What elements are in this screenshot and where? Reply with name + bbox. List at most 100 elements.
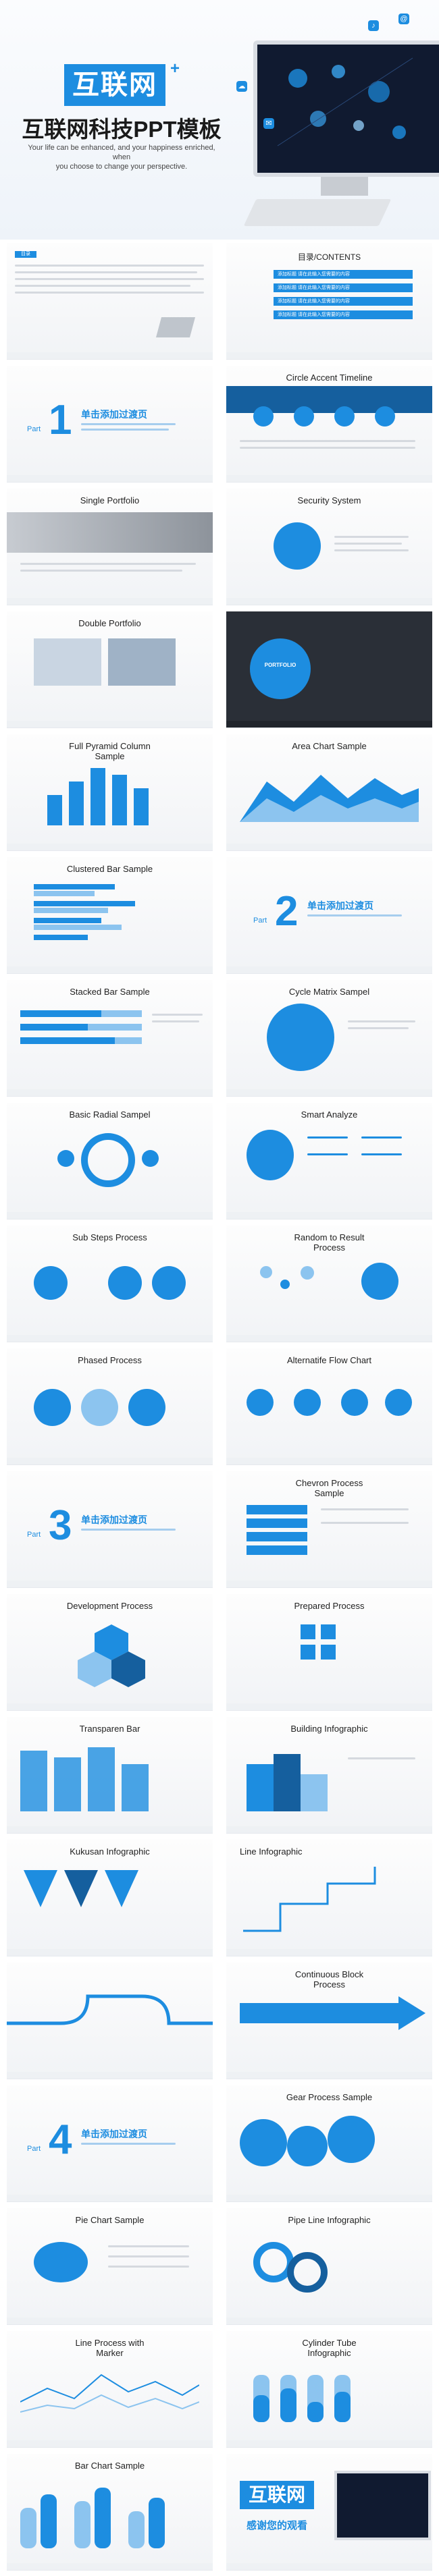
slide-title: Clustered Bar Sample bbox=[66, 864, 153, 874]
slide-continuous-block[interactable]: Continuous Block Process bbox=[226, 1963, 432, 2079]
laptop-image bbox=[155, 317, 196, 337]
slide-kukusan[interactable]: Kukusan Infographic bbox=[7, 1840, 213, 1956]
slide-portfolio-dark[interactable]: PORTFOLIO bbox=[226, 611, 432, 728]
slide-title: Area Chart Sample bbox=[292, 741, 367, 751]
slide-single-portfolio[interactable]: Single Portfolio bbox=[7, 489, 213, 605]
slide-title: Continuous Block Process bbox=[294, 1969, 364, 1990]
part-title: 单击添加过渡页 bbox=[81, 2129, 147, 2139]
slide-stacked-bar[interactable]: Stacked Bar Sample bbox=[7, 980, 213, 1097]
slide-part-3[interactable]: Part 3 单击添加过渡页 bbox=[7, 1471, 213, 1588]
area-chart bbox=[240, 775, 419, 822]
part-label: Part bbox=[253, 916, 267, 925]
slide-part-4[interactable]: Part 4 单击添加过渡页 bbox=[7, 2085, 213, 2202]
slide-title: Line Infographic bbox=[240, 1846, 303, 1857]
slide-line-infographic[interactable]: Line Infographic bbox=[226, 1840, 432, 1956]
toc-item: 添加标题 请在此输入您需要的内容 bbox=[274, 310, 413, 319]
bell-icon: ♪ bbox=[368, 20, 379, 31]
slide-title: Basic Radial Sampel bbox=[69, 1109, 151, 1120]
slide-bar-chart[interactable]: Bar Chart Sample bbox=[7, 2454, 213, 2571]
slide-title: Alternatife Flow Chart bbox=[287, 1355, 371, 1365]
toc-title: 目录/CONTENTS bbox=[297, 252, 361, 262]
part-label: Part bbox=[27, 2145, 41, 2153]
part-number: 1 bbox=[49, 397, 72, 443]
slide-smart-analyze[interactable]: Smart Analyze bbox=[226, 1103, 432, 1220]
hero-english: Your life can be enhanced, and your happ… bbox=[20, 143, 223, 171]
slide-sub-steps[interactable]: Sub Steps Process bbox=[7, 1226, 213, 1342]
slide-pipe-line[interactable]: Pipe Line Infographic bbox=[226, 2208, 432, 2325]
slide-alternative-flow[interactable]: Alternatife Flow Chart bbox=[226, 1348, 432, 1465]
hero-english-line1: Your life can be enhanced, and your happ… bbox=[28, 144, 215, 161]
part-label: Part bbox=[27, 425, 41, 433]
slide-title: Random to Result Process bbox=[294, 1232, 365, 1253]
part-label: Part bbox=[27, 1531, 41, 1539]
slide-area-chart[interactable]: Area Chart Sample bbox=[226, 734, 432, 851]
slide-phased-process[interactable]: Phased Process bbox=[7, 1348, 213, 1465]
slide-title: Chevron Process Sample bbox=[295, 1478, 363, 1498]
slide-clustered-bar[interactable]: Clustered Bar Sample bbox=[7, 857, 213, 974]
slide-toc-intro[interactable]: 目录 bbox=[7, 243, 213, 360]
part-number: 3 bbox=[49, 1502, 72, 1549]
portfolio-label: PORTFOLIO bbox=[264, 662, 296, 668]
slide-title: Pipe Line Infographic bbox=[288, 2215, 371, 2225]
part-number: 2 bbox=[275, 888, 299, 935]
slide-title: Transparen Bar bbox=[79, 1724, 140, 1734]
slide-random-result[interactable]: Random to Result Process bbox=[226, 1226, 432, 1342]
part-title: 单击添加过渡页 bbox=[81, 409, 147, 420]
toc-item: 添加标题 请在此输入您需要的内容 bbox=[274, 283, 413, 292]
slide-gear-process[interactable]: Gear Process Sample bbox=[226, 2085, 432, 2202]
slide-basic-radial[interactable]: Basic Radial Sampel bbox=[7, 1103, 213, 1220]
handshake-image bbox=[7, 512, 213, 553]
slide-development-process[interactable]: Development Process bbox=[7, 1594, 213, 1711]
slide-title: Line Process with Marker bbox=[75, 2338, 145, 2358]
slide-circle-timeline[interactable]: Circle Accent Timeline bbox=[226, 366, 432, 483]
slide-title: Single Portfolio bbox=[80, 495, 140, 505]
slide-chevron-process[interactable]: Chevron Process Sample bbox=[226, 1471, 432, 1588]
slide-cylinder-tube[interactable]: Cylinder Tube Infographic bbox=[226, 2331, 432, 2448]
slide-title: Stacked Bar Sample bbox=[70, 987, 150, 997]
end-subtitle: 感谢您的观看 bbox=[246, 2520, 307, 2531]
hero-english-line2: you choose to change your perspective. bbox=[55, 163, 188, 171]
slide-contents[interactable]: 目录/CONTENTS 添加标题 请在此输入您需要的内容 添加标题 请在此输入您… bbox=[226, 243, 432, 360]
slide-line-marker[interactable]: Line Process with Marker bbox=[7, 2331, 213, 2448]
slide-timeline-curve[interactable] bbox=[7, 1963, 213, 2079]
slide-title: Pie Chart Sample bbox=[75, 2215, 145, 2225]
end-monitor bbox=[334, 2471, 431, 2540]
line-path bbox=[243, 1867, 376, 1932]
slide-building-infographic[interactable]: Building Infographic bbox=[226, 1717, 432, 1834]
slide-title: Bar Chart Sample bbox=[74, 2461, 145, 2471]
slide-title: Security System bbox=[297, 495, 361, 505]
slide-title: Cylinder Tube Infographic bbox=[302, 2338, 357, 2358]
cloud-icon: ☁ bbox=[236, 81, 247, 92]
toc-item: 添加标题 请在此输入您需要的内容 bbox=[274, 270, 413, 279]
curve-path bbox=[7, 1994, 213, 2025]
slide-title: Sub Steps Process bbox=[72, 1232, 147, 1242]
slide-cycle-matrix[interactable]: Cycle Matrix Sampel bbox=[226, 980, 432, 1097]
slide-title: Development Process bbox=[66, 1601, 153, 1611]
funnel-cones bbox=[24, 1870, 138, 1907]
slide-title: Prepared Process bbox=[294, 1601, 365, 1611]
slide-part-1[interactable]: Part 1 单击添加过渡页 bbox=[7, 366, 213, 483]
toc-item: 添加标题 请在此输入您需要的内容 bbox=[274, 297, 413, 306]
monitor-screen-icons bbox=[277, 57, 413, 146]
part-title: 单击添加过渡页 bbox=[307, 900, 373, 911]
part-number: 4 bbox=[49, 2116, 72, 2163]
hero-section: 互联网 + 互联网科技PPT模板 Your life can be enhanc… bbox=[0, 0, 439, 240]
hero-plus: + bbox=[170, 59, 180, 78]
slide-title: Phased Process bbox=[78, 1355, 142, 1365]
portfolio-image bbox=[108, 638, 176, 686]
slide-pyramid-column[interactable]: Full Pyramid Column Sample bbox=[7, 734, 213, 851]
keyboard-illustration bbox=[243, 199, 392, 226]
slide-part-2[interactable]: Part 2 单击添加过渡页 bbox=[226, 857, 432, 974]
part-title: 单击添加过渡页 bbox=[81, 1514, 147, 1525]
slide-prepared-process[interactable]: Prepared Process bbox=[226, 1594, 432, 1711]
slide-transparent-bar[interactable]: Transparen Bar bbox=[7, 1717, 213, 1834]
slide-tag: 目录 bbox=[15, 251, 36, 258]
portfolio-circle bbox=[250, 638, 311, 699]
slide-title: Cycle Matrix Sampel bbox=[288, 987, 370, 997]
slide-double-portfolio[interactable]: Double Portfolio bbox=[7, 611, 213, 728]
slide-thanks[interactable]: 互联网 感谢您的观看 bbox=[226, 2454, 432, 2571]
slide-title: Gear Process Sample bbox=[286, 2092, 373, 2102]
slide-security-system[interactable]: Security System bbox=[226, 489, 432, 605]
slide-title: Building Infographic bbox=[290, 1724, 368, 1734]
slide-pie-chart[interactable]: Pie Chart Sample bbox=[7, 2208, 213, 2325]
